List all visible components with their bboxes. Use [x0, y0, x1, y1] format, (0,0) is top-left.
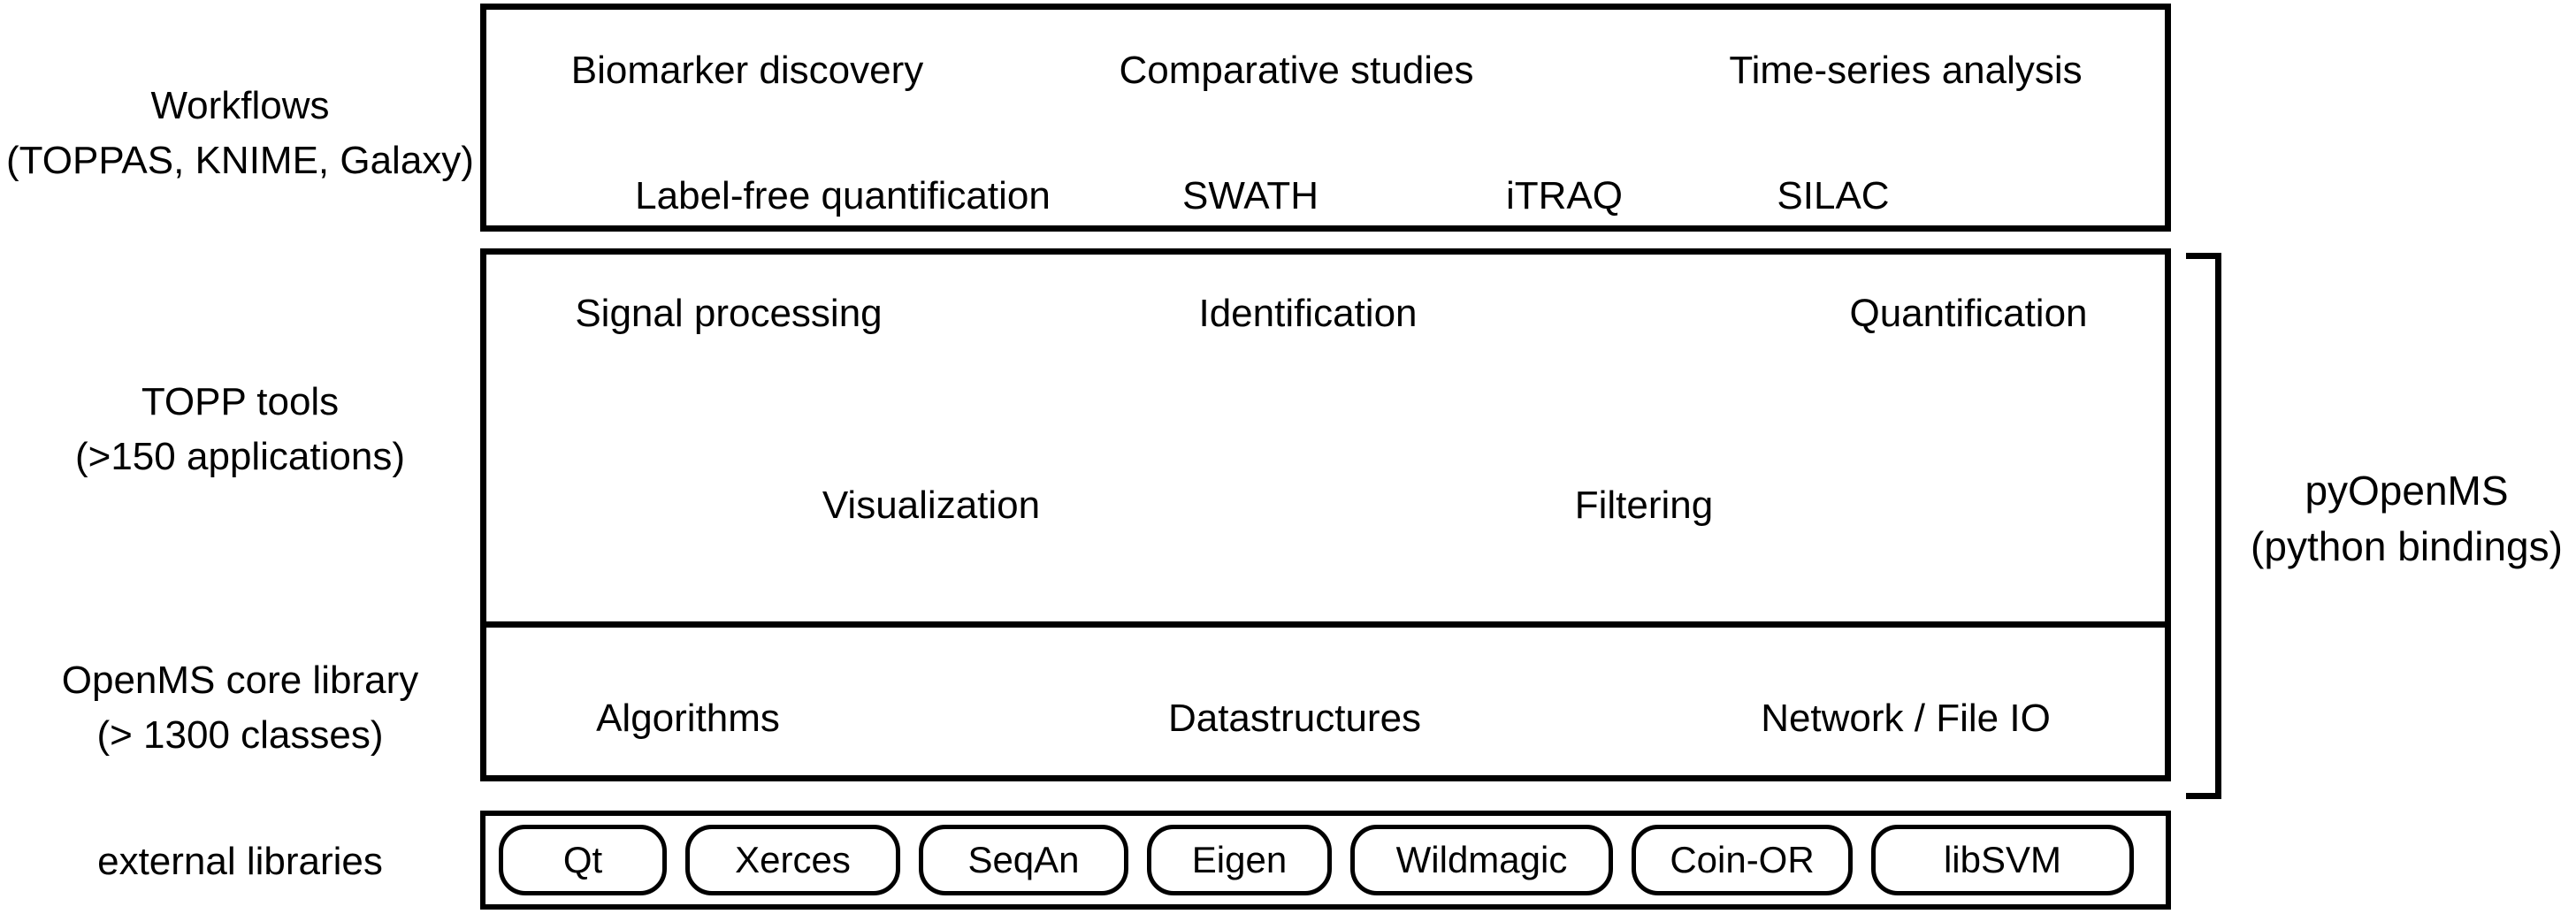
core-item: Network / File IO	[1761, 697, 2051, 740]
pyopenms-label: pyOpenMS (python bindings)	[2237, 463, 2576, 575]
workflows-tier-title: Workflows	[150, 84, 330, 127]
workflow-item: Comparative studies	[1119, 49, 1474, 92]
pill-coin-or: Coin-OR	[1632, 825, 1853, 895]
core-library-tier-title: OpenMS core library	[61, 659, 419, 702]
core-library-tier-subtitle: (> 1300 classes)	[96, 713, 384, 757]
external-libraries-tier-label: external libraries	[0, 834, 480, 889]
workflow-item: Time-series analysis	[1729, 49, 2083, 92]
core-library-tier-label: OpenMS core library (> 1300 classes)	[0, 653, 480, 763]
topp-item: Signal processing	[575, 292, 883, 335]
pyopenms-title: pyOpenMS	[2305, 468, 2509, 514]
external-libraries-box: Qt Xerces SeqAn Eigen Wildmagic Coin-OR …	[480, 811, 2171, 910]
workflow-item: Label-free quantification	[635, 174, 1051, 217]
pyopenms-subtitle: (python bindings)	[2251, 523, 2563, 569]
external-libraries-pill-row: Qt Xerces SeqAn Eigen Wildmagic Coin-OR …	[499, 816, 2134, 904]
workflow-item: Biomarker discovery	[570, 49, 924, 92]
core-item: Datastructures	[1167, 697, 1422, 740]
workflows-tier-label: Workflows (TOPPAS, KNIME, Galaxy)	[0, 79, 480, 188]
topp-tools-tier-title: TOPP tools	[141, 380, 340, 423]
topp-tools-tier-label: TOPP tools (>150 applications)	[0, 375, 480, 484]
workflow-item: iTRAQ	[1506, 174, 1623, 217]
topp-item: Quantification	[1849, 292, 2088, 335]
topp-item: Identification	[1198, 292, 1418, 335]
pyopenms-bracket	[2186, 253, 2221, 799]
pill-wildmagic: Wildmagic	[1350, 825, 1613, 895]
pill-qt: Qt	[499, 825, 667, 895]
workflow-item: SILAC	[1777, 174, 1890, 217]
workflows-tier-subtitle: (TOPPAS, KNIME, Galaxy)	[6, 139, 474, 182]
pill-seqan: SeqAn	[919, 825, 1128, 895]
topp-tools-tier-subtitle: (>150 applications)	[74, 435, 405, 478]
pill-libsvm: libSVM	[1871, 825, 2134, 895]
topp-item: Visualization	[822, 484, 1041, 527]
core-item: Algorithms	[596, 697, 780, 740]
pill-xerces: Xerces	[685, 825, 900, 895]
external-libraries-tier-title: external libraries	[97, 840, 383, 883]
workflows-box: Biomarker discovery Comparative studies …	[480, 4, 2171, 232]
topp-core-divider	[480, 621, 2171, 628]
workflow-item: SWATH	[1182, 174, 1319, 217]
topp-core-box: Signal processing Identification Quantif…	[480, 248, 2171, 781]
topp-item: Filtering	[1574, 484, 1714, 527]
pill-eigen: Eigen	[1147, 825, 1332, 895]
